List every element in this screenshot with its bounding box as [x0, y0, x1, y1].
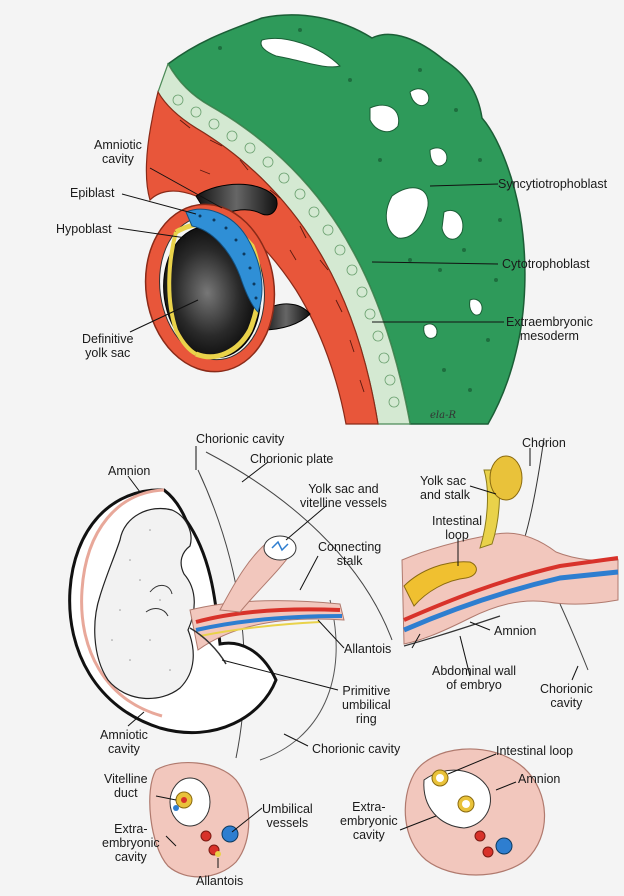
label-extraembryonic-cavity-left: Extra- embryonic cavity: [102, 822, 160, 864]
top-leader-lines: [117, 167, 504, 333]
bottom-left-leaders: [127, 446, 345, 747]
epiblast-layer: [185, 208, 263, 313]
epiblast-cells: [198, 214, 258, 300]
label-chorion: Chorion: [522, 436, 566, 450]
label-allantois-bottom: Allantois: [196, 874, 244, 888]
label-chorionic-cavity-bottom: Chorionic cavity: [312, 742, 401, 756]
bottom-right-panel: [401, 437, 620, 681]
label-extraembryonic-mesoderm: Extraembryonic mesoderm: [506, 315, 593, 343]
bottom-right-leaders: [411, 448, 579, 681]
label-amnion-right: Amnion: [494, 624, 537, 638]
label-amniotic-cavity-top: Amniotic cavity: [94, 138, 142, 166]
label-connecting-stalk: Connecting stalk: [318, 540, 382, 568]
lacunae: [260, 37, 483, 339]
yolk-sac-left: [263, 535, 297, 561]
label-yolk-sac-stalk: Yolk sac and stalk: [420, 474, 471, 502]
yolk-sac-right: [489, 455, 523, 501]
label-hypoblast: Hypoblast: [56, 222, 112, 236]
label-chorionic-cavity-right: Chorionic cavity: [540, 682, 593, 710]
cord-detail: [401, 532, 619, 645]
label-intestinal-loop: Intestinal loop: [432, 514, 483, 542]
syncytio-nuclei: [218, 28, 502, 392]
label-intestinal-loop-cross: Intestinal loop: [496, 744, 574, 758]
label-epiblast: Epiblast: [70, 186, 115, 200]
label-amnion-cross: Amnion: [518, 772, 561, 786]
label-amniotic-cavity-bottom: Amniotic cavity: [100, 728, 148, 756]
embryo-texture: [111, 529, 171, 671]
label-amnion-left: Amnion: [108, 464, 151, 478]
extraembryonic-mesoderm-layer: [145, 90, 379, 425]
label-allantois-mid: Allantois: [344, 642, 392, 656]
label-chorionic-cavity-top: Chorionic cavity: [196, 432, 285, 446]
label-yolk-sac-vitelline: Yolk sac and vitelline vessels: [300, 482, 387, 510]
label-chorionic-plate: Chorionic plate: [250, 452, 334, 466]
artist-signature: ela-R: [430, 410, 456, 421]
label-definitive-yolk-sac: Definitive yolk sac: [82, 332, 134, 360]
label-syncytiotrophoblast: Syncytiotrophoblast: [498, 177, 608, 191]
top-panel: [117, 14, 526, 425]
cytotrophoblast-cells: [172, 94, 400, 408]
chorionic-plate-arc: [205, 451, 393, 641]
cross-section-left: [149, 761, 263, 878]
label-vitelline-duct: Vitelline duct: [104, 772, 148, 800]
mesoderm-cells: [179, 119, 365, 393]
label-primitive-umbilical-ring: Primitive umbilical ring: [342, 684, 391, 726]
bottom-left-panel: [68, 446, 393, 761]
intestinal-loop: [403, 561, 477, 607]
label-umbilical-vessels: Umbilical vessels: [262, 802, 313, 830]
label-cytotrophoblast: Cytotrophoblast: [502, 257, 590, 271]
label-abdominal-wall: Abdominal wall of embryo: [432, 664, 517, 692]
embryo-body: [94, 508, 195, 700]
cross-section-right: [399, 748, 546, 876]
label-extraembryonic-cavity-right: Extra- embryonic cavity: [340, 800, 398, 842]
